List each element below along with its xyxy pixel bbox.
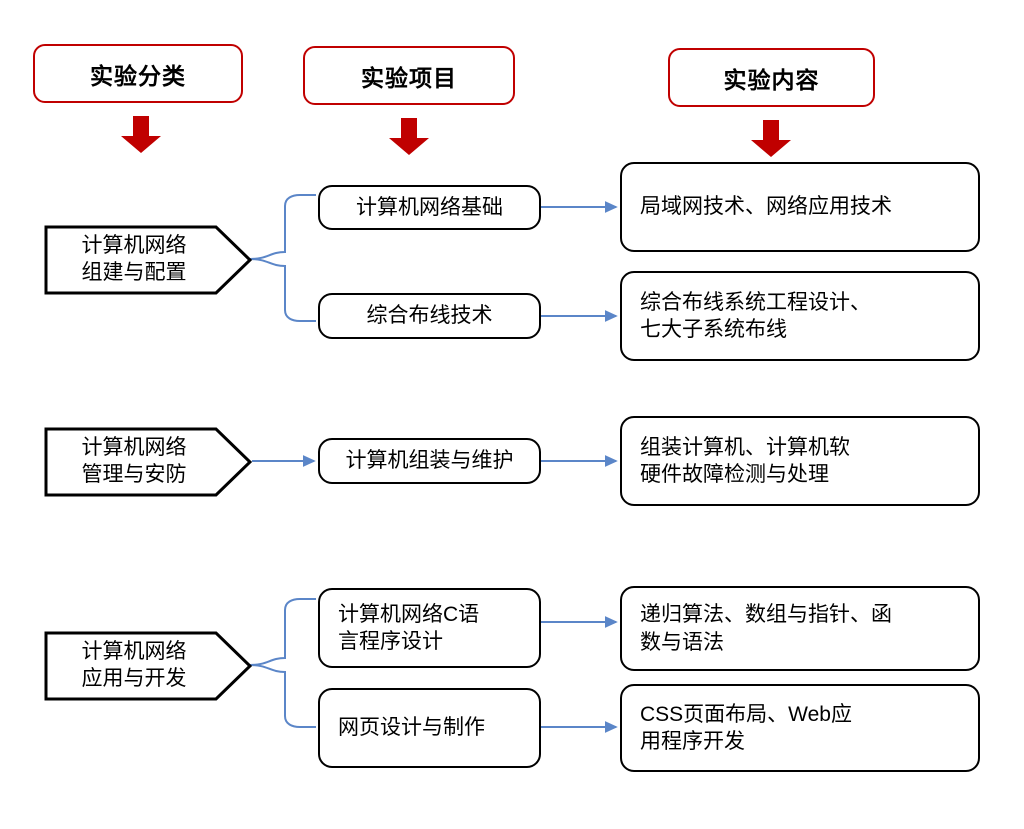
brace-connector-group-1 (249, 194, 316, 322)
project-box-1-2[interactable]: 综合布线技术 (318, 293, 541, 339)
red-down-arrow-icon-category (121, 116, 161, 153)
category-pentagon-group-2[interactable] (44, 427, 252, 497)
category-line: 计算机网络 (81, 640, 187, 664)
project-box-2-1[interactable]: 计算机组装与维护 (318, 438, 541, 484)
project-label: 网页设计与制作 (338, 716, 485, 740)
category-line: 计算机网络 (81, 234, 187, 258)
header-pill-content[interactable]: 实验内容 (668, 48, 875, 107)
project-label: 计算机组装与维护 (345, 449, 514, 473)
category-line: 组建与配置 (81, 261, 187, 284)
red-down-arrow-icon-project (389, 118, 429, 155)
content-box-1-1[interactable]: 局域网技术、网络应用技术 (620, 162, 980, 252)
project-label: 计算机网络C语 (338, 602, 480, 626)
content-box-3-2[interactable]: CSS页面布局、Web应 用程序开发 (620, 684, 980, 772)
category-line: 管理与安防 (81, 463, 187, 486)
content-line: 用程序开发 (640, 730, 745, 753)
category-line: 应用与开发 (81, 667, 187, 690)
content-line: 硬件故障检测与处理 (640, 463, 829, 486)
content-box-1-2[interactable]: 综合布线系统工程设计、 七大子系统布线 (620, 271, 980, 361)
red-down-arrow-icon-content (751, 120, 791, 157)
project-box-1-1[interactable]: 计算机网络基础 (318, 185, 541, 230)
content-line: 递归算法、数组与指针、函 (640, 603, 892, 627)
project-label: 计算机网络基础 (356, 195, 503, 219)
category-label-group-2: 计算机网络 管理与安防 (44, 427, 224, 497)
content-line: 局域网技术、网络应用技术 (640, 195, 892, 219)
header-label-project: 实验项目 (361, 64, 457, 91)
brace-connector-group-3 (249, 598, 316, 728)
project-box-3-2[interactable]: 网页设计与制作 (318, 688, 541, 768)
project-label: 言程序设计 (338, 630, 443, 653)
project-box-3-1[interactable]: 计算机网络C语 言程序设计 (318, 588, 541, 668)
content-line: 综合布线系统工程设计、 (640, 290, 871, 314)
category-line: 计算机网络 (81, 436, 187, 460)
category-pentagon-group-1[interactable] (44, 225, 252, 295)
content-line: 七大子系统布线 (640, 318, 787, 341)
header-pill-project[interactable]: 实验项目 (303, 46, 515, 105)
content-line: 组装计算机、计算机软 (640, 435, 850, 459)
header-label-content: 实验内容 (723, 66, 820, 93)
content-box-2-1[interactable]: 组装计算机、计算机软 硬件故障检测与处理 (620, 416, 980, 506)
header-pill-category[interactable]: 实验分类 (33, 44, 243, 103)
category-label-group-3: 计算机网络 应用与开发 (44, 631, 224, 701)
category-pentagon-group-3[interactable] (44, 631, 252, 701)
content-line: CSS页面布局、Web应 (640, 702, 852, 726)
project-label: 综合布线技术 (366, 304, 493, 328)
content-line: 数与语法 (640, 630, 724, 654)
category-label-group-1: 计算机网络 组建与配置 (44, 225, 224, 295)
content-box-3-1[interactable]: 递归算法、数组与指针、函 数与语法 (620, 586, 980, 671)
header-label-category: 实验分类 (90, 62, 186, 89)
